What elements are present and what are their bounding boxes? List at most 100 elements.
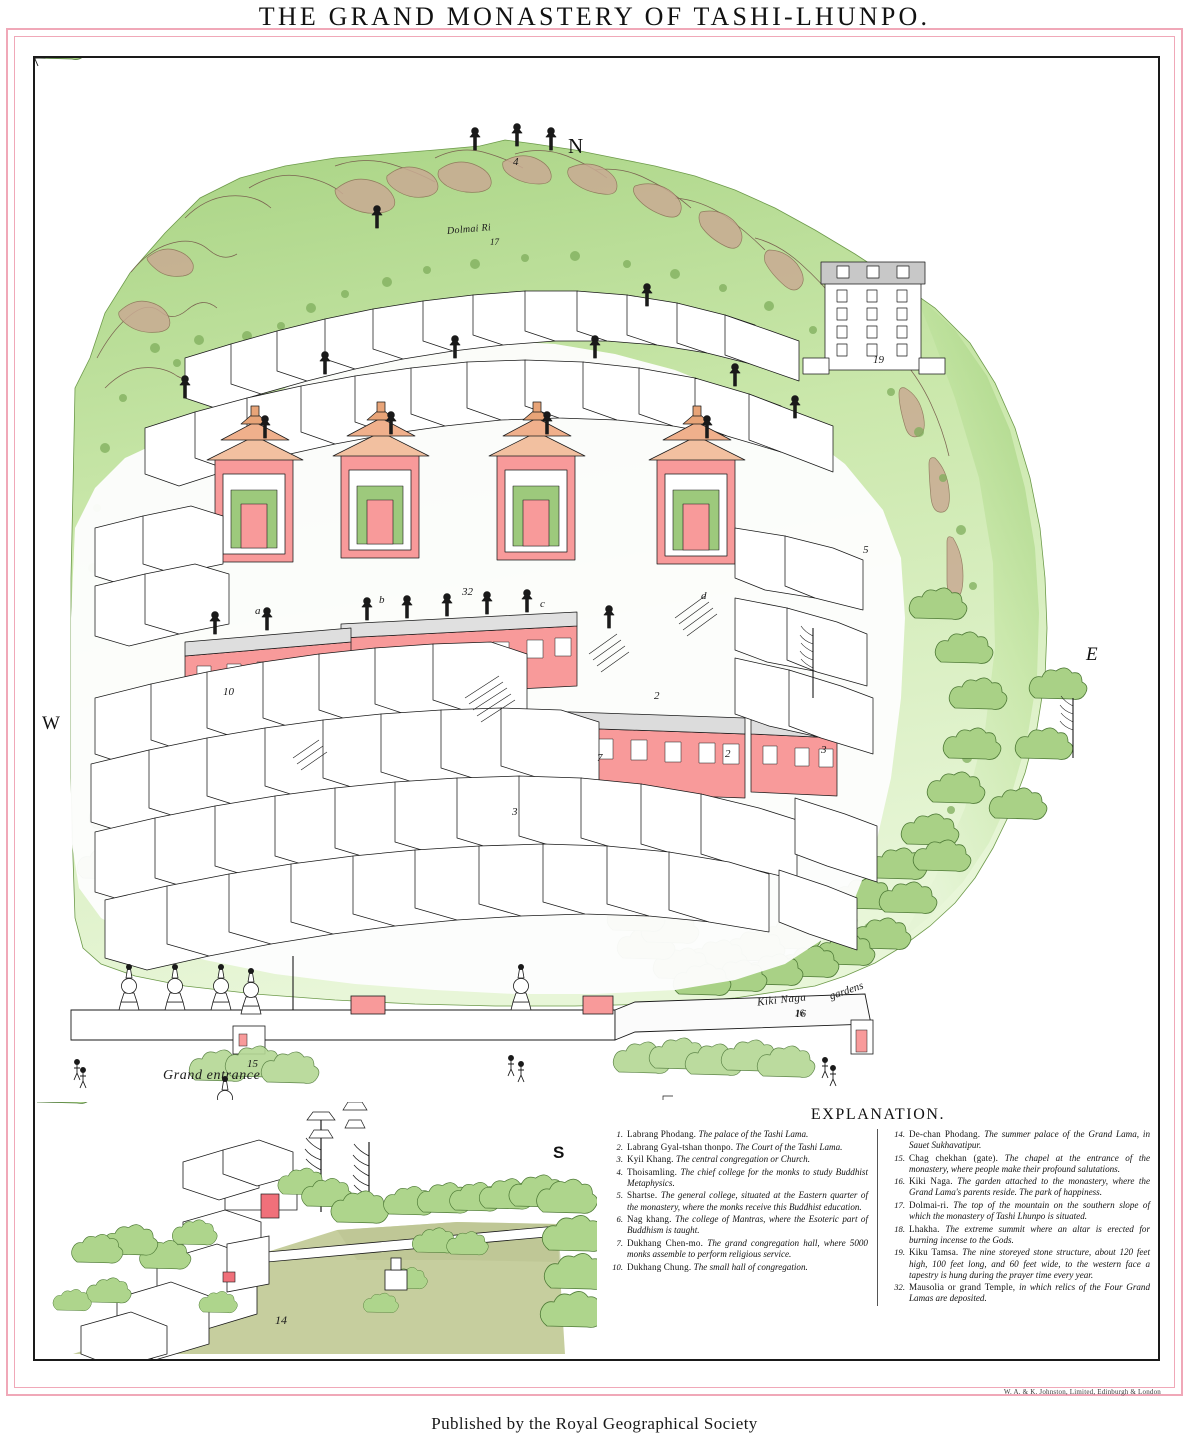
explanation-entry: 15. Chag chekhan (gate). The chapel at th… [888,1153,1150,1175]
mountain-crags [96,149,950,457]
explanation-entry-name: Dukhang Chen-mo. [627,1237,708,1248]
explanation-entry-name: Dolmai-ri. [909,1200,954,1211]
explanation-entry-name: Chag chekhan (gate). [909,1152,1005,1163]
explanation-entry-body: Dukhang Chen-mo. The grand congregation … [627,1238,868,1260]
inset-compass-south: S [553,1143,564,1162]
foreground-steps [662,1095,673,1100]
explanation-entry-number: 32. [894,1282,905,1293]
temple-pavilion-d [648,405,746,565]
explanation-entry-number: 15. [894,1152,905,1163]
building-letter-tag: c [540,598,545,610]
explanation-entry-number: 1. [616,1129,623,1139]
summer-palace-inset: 14 S [37,1102,597,1359]
printer-credit: W. A. & K. Johnston, Limited, Edinburgh … [1003,1388,1161,1396]
explanation-entry-description: in which relics of the Four Grand Lamas … [909,1282,1151,1304]
building-number-tag: 7 [597,752,603,764]
compass-east: E [1086,644,1098,665]
stairways [292,595,718,771]
label-kiki-naga-number: 16 [795,1008,804,1018]
inset-lawn-shrine [384,1257,408,1291]
building-number-tag: 2 [725,748,731,760]
explanation-columns: 1. Labrang Phodang. The palace of the Tas… [600,1129,1156,1306]
explanation-entry: 32. Mausolia or grand Temple, in which re… [888,1282,1150,1304]
explanation-entry-name: Lhakha. [909,1223,946,1234]
building-number-tag: 16 [795,1008,806,1020]
explanation-entry-name: Nag khang. [627,1214,676,1225]
explanation-entry-body: Shartse. The general college, situated a… [627,1190,868,1212]
explanation-entry-number: 4. [616,1166,623,1177]
explanation-heading: EXPLANATION. [810,1106,946,1123]
inset-red-door [260,1193,280,1219]
map-plate: N W E S Grand entrance Dolmai Ri 17 Kiki… [33,56,1160,1361]
monastery-illustration [35,58,1158,1100]
explanation-entry-body: Lhakha. The extreme summit where an alta… [909,1224,1150,1246]
explanation-entry: 14. De-chan Phodang. The summer palace of… [888,1129,1150,1151]
explanation-entry-body: Kiki Naga. The garden attached to the mo… [909,1176,1150,1198]
explanation-entry-body: De-chan Phodang. The summer palace of th… [909,1129,1150,1151]
birdseye-view [35,58,1158,1100]
explanation-entry-name: Shartse. [627,1190,661,1201]
explanation-entry: 18. Lhakha. The extreme summit where an a… [888,1224,1150,1246]
kiku-tamsa-tower [802,261,946,375]
explanation-entry-body: Kiku Tamsa. The nine storeyed stone stru… [909,1247,1150,1280]
building-letter-tag: d [701,590,707,602]
explanation-entry: 2.Labrang Gyal-tshan thonpo. The Court o… [606,1142,868,1153]
explanation-entry: 16. Kiki Naga. The garden attached to the… [888,1176,1150,1198]
explanation-entry-name: Labrang Phodang. [627,1129,699,1139]
building-letter-tag: a [255,605,261,617]
label-dolmai-ri-number: 17 [490,237,499,247]
town-blocks-lower [90,505,878,971]
explanation-entry-name: Thoisamling. [627,1166,681,1177]
explanation-entry-description: The general college, situated at the Eas… [627,1190,868,1212]
explanation-entry-body: Thoisamling. The chief college for the m… [627,1167,868,1189]
hillside-right-flank [901,293,1039,940]
explanation-entry: 3. Kyil Khang. The central congregation o… [606,1154,868,1165]
explanation-entry-description: The college of Mantras, where the Esoter… [627,1214,868,1236]
explanation-entry-body: Mausolia or grand Temple, in which relic… [909,1282,1150,1304]
treeline [35,58,1088,996]
building-number-tag: 15 [247,1058,258,1070]
explanation-entry-number: 6. [616,1214,623,1225]
explanation-entry-description: The top of the mountain on the southern … [909,1200,1150,1222]
explanation-entry-description: The grand congregation hall, where 5000 … [627,1237,868,1259]
explanation-entry: 5. Shartse. The general college, situated… [606,1190,868,1212]
explanation-entry-number: 17. [894,1200,905,1211]
explanation-entry-description: The palace of the Tashi Lama. [698,1129,809,1139]
explanation-entry-description: The central congregation or Church. [676,1154,810,1165]
page-title: THE GRAND MONASTERY OF TASHI-LHUNPO. [258,2,931,31]
explanation-entry-body: Kyil Khang. The central congregation or … [627,1154,868,1165]
explanation-entry-description: The chief college for the monks to study… [627,1166,868,1188]
explanation-entry-description: The extreme summit where an altar is ere… [909,1223,1150,1245]
explanation-entry-name: Mausolia or grand Temple, [909,1282,1020,1293]
building-number-tag: 2 [654,690,660,702]
gate-chapels [232,995,874,1055]
rock-outcrops [118,155,964,599]
explanation-entry-number: 18. [894,1223,905,1234]
prayer-flag-tufts [799,625,1074,731]
explanation-entry-name: Kiku Tamsa. [909,1247,963,1258]
explanation-entry-name: Labrang Gyal-tshan thonpo. [627,1141,736,1152]
explanation-entry: 1. Labrang Phodang. The palace of the Tas… [606,1129,868,1140]
explanation-entry-name: Kiki Naga. [909,1176,958,1187]
explanation-entry-number: 7. [616,1237,623,1248]
explanation-entry-description: The summer palace of the Grand Lama, in … [909,1129,1150,1151]
inset-flag-tufts [304,1137,370,1201]
explanation-entry-body: Chag chekhan (gate). The chapel at the e… [909,1153,1150,1175]
compass-north: N [568,134,584,158]
explanation-entry-number: 14. [894,1129,905,1139]
building-number-tag: 3 [821,744,827,756]
compass-west: W [42,713,60,734]
explanation-entry-number: 10. [612,1261,623,1272]
explanation-entry-number: 5. [616,1190,623,1201]
label-grand-entrance: Grand entrance [163,1068,261,1083]
explanation-entry-number: 3. [616,1154,623,1165]
temple-pavilion-b [332,401,430,559]
explanation-entry-body: Labrang Phodang. The palace of the Tashi… [627,1129,868,1140]
explanation-entry-description: The garden attached to the monastery, wh… [909,1176,1150,1198]
explanation-entry-name: Dukhang Chung. [627,1261,694,1272]
explanation-entry-number: 16. [894,1176,905,1187]
explanation-entry-description: The chapel at the entrance of the monast… [909,1152,1150,1174]
explanation-column-right: 14. De-chan Phodang. The summer palace of… [878,1129,1150,1306]
building-row-upper [184,290,800,409]
building-letter-tag: b [379,594,385,606]
